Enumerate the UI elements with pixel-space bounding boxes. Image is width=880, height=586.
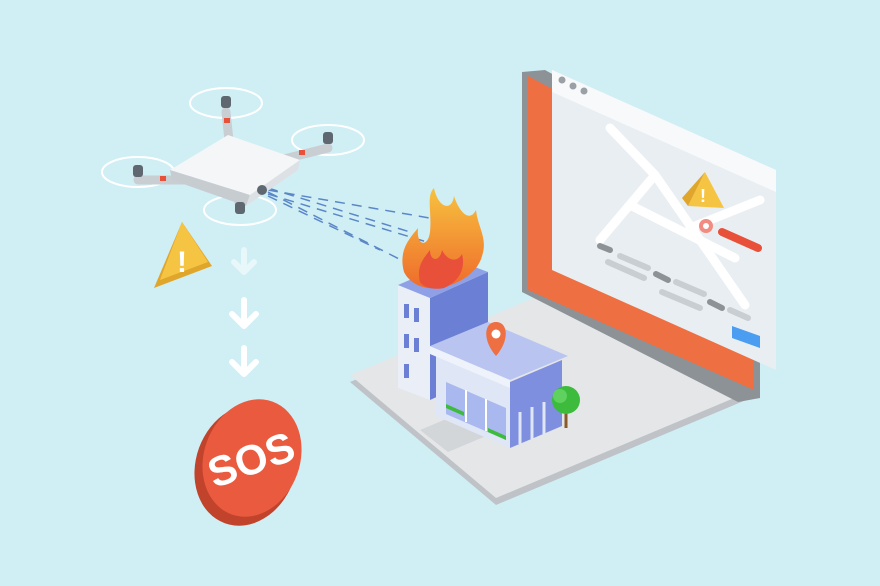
window-dot-1 (558, 76, 566, 84)
fire-icon (402, 188, 484, 289)
tree-icon (552, 386, 580, 428)
window-dot-2 (569, 82, 577, 90)
window-dot-3 (580, 87, 588, 95)
map-alert-bar (718, 228, 762, 252)
svg-text:!: ! (177, 246, 187, 279)
map-warning-icon: ! (682, 172, 724, 208)
map-button[interactable] (732, 326, 760, 348)
location-pin-icon (486, 322, 506, 356)
svg-text:!: ! (700, 186, 706, 206)
map-list (597, 243, 751, 321)
drone-icon (101, 87, 365, 226)
warning-icon: ! (154, 222, 212, 288)
down-arrow-icon (229, 247, 259, 377)
sos-badge: SOS (194, 399, 302, 526)
map-window: ! (552, 70, 776, 370)
